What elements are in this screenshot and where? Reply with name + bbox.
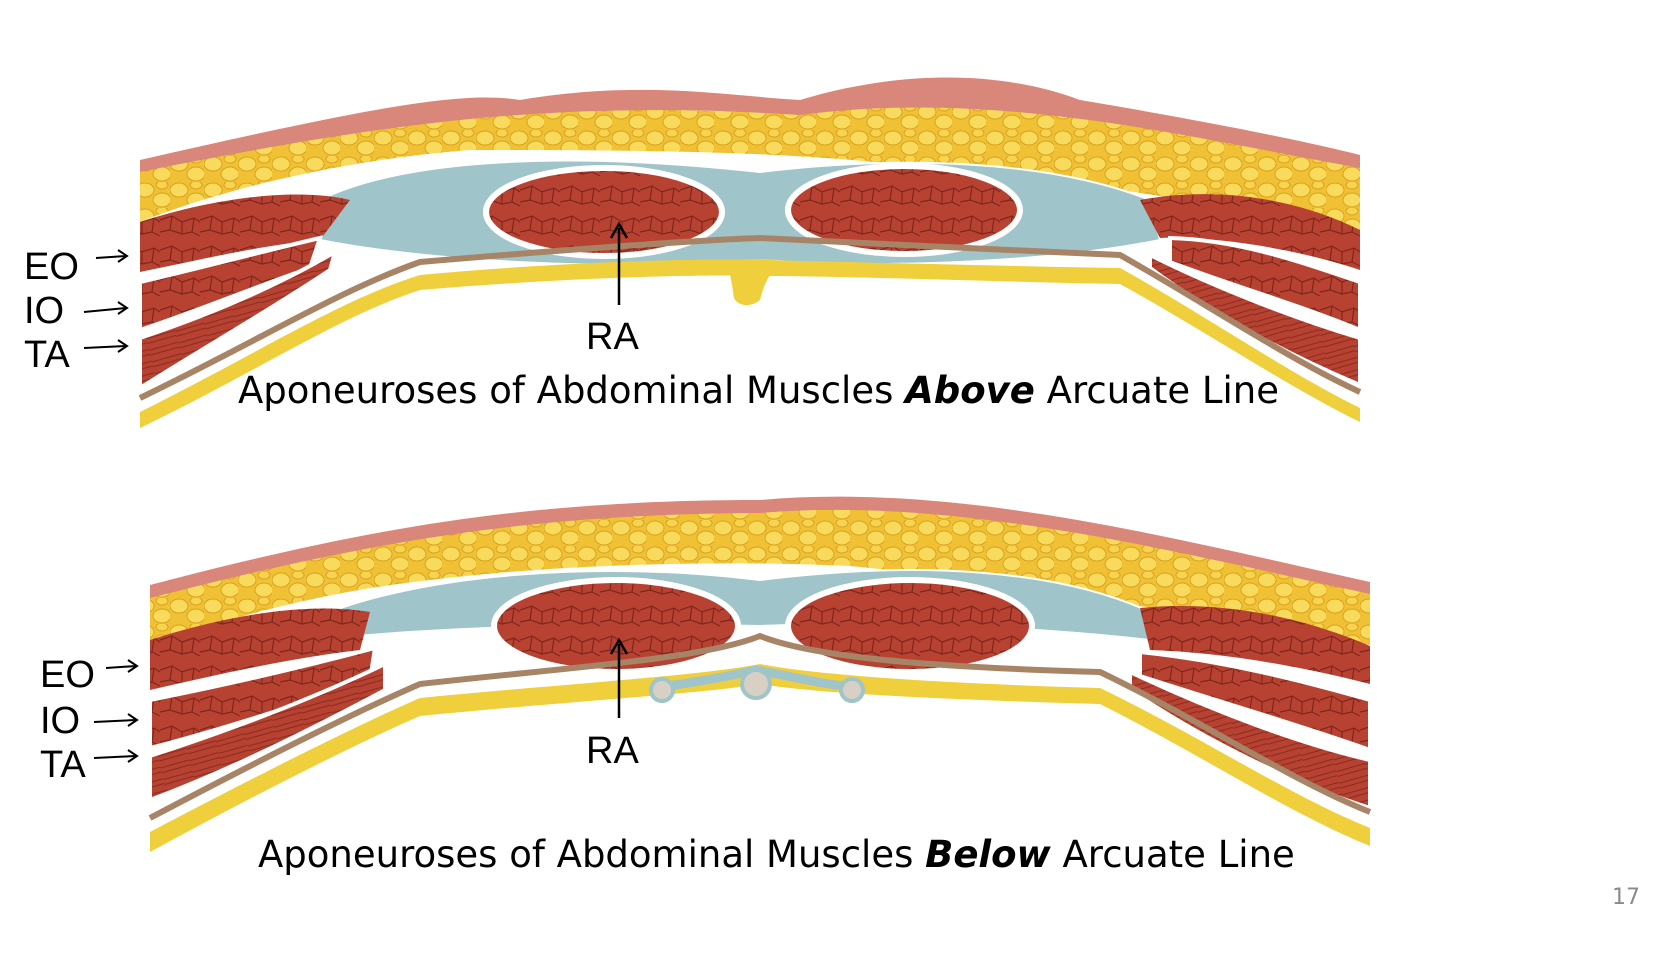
ta-arrow-below (93, 749, 139, 763)
rectus-abdominis-left (491, 577, 741, 675)
caption-below: Aponeuroses of Abdominal Muscles Below A… (258, 836, 1295, 873)
io-label-below: IO (40, 700, 81, 742)
transversalis-fascia (138, 234, 1362, 401)
eo-label-below: EO (40, 654, 95, 696)
median-umbilical-ligament (740, 668, 772, 700)
internal-oblique-right (1138, 649, 1372, 753)
io-label-above: IO (24, 290, 65, 332)
subcutaneous-fat-layer (150, 509, 1370, 646)
eo-label-above: EO (24, 246, 79, 288)
transversus-abdominis-left (138, 247, 339, 392)
transversalis-fascia (148, 632, 1372, 821)
skin-layer (150, 496, 1370, 600)
caption-above: Aponeuroses of Abdominal Muscles Above A… (238, 372, 1279, 409)
internal-oblique-right (1168, 235, 1362, 333)
ta-label-below: TA (40, 744, 86, 786)
ra-label-below: RA (586, 730, 639, 772)
rectus-abdominis-left (483, 165, 725, 259)
external-oblique-right (1140, 605, 1370, 684)
ta-label-above: TA (24, 334, 70, 376)
skin-layer (140, 77, 1360, 176)
caption-below-start: Aponeuroses of Abdominal Muscles (258, 833, 926, 876)
external-oblique-left (150, 608, 370, 690)
ra-arrowhead-below (609, 637, 629, 655)
falciform-projection (726, 259, 784, 306)
umbilical-ligament-left (649, 677, 675, 703)
external-oblique-left (140, 194, 350, 272)
io-arrow-above (83, 301, 129, 315)
page-number: 17 (1612, 885, 1640, 910)
subcutaneous-fat-layer (140, 107, 1360, 230)
rectus-abdominis-right (785, 163, 1023, 257)
panel-above (83, 77, 1362, 428)
caption-below-emphasis: Below (925, 833, 1051, 876)
caption-above-start: Aponeuroses of Abdominal Muscles (238, 369, 906, 412)
external-oblique-right (1140, 194, 1360, 270)
extraperitoneal-fat (150, 664, 1370, 852)
eo-arrow-below (105, 659, 139, 673)
ra-label-above: RA (586, 316, 639, 358)
ta-arrow-above (83, 339, 129, 353)
transversus-abdominis-left (148, 660, 387, 803)
transversus-abdominis-right (1128, 668, 1372, 811)
caption-above-end: Arcuate Line (1034, 369, 1279, 412)
umbilical-ligament-right (839, 677, 865, 703)
ra-arrowhead-above (609, 221, 629, 239)
rectus-abdominis-right (785, 577, 1035, 675)
eo-arrow-above (95, 249, 129, 263)
io-arrow-below (93, 713, 139, 727)
panel-below (93, 496, 1372, 852)
caption-below-end: Arcuate Line (1050, 833, 1295, 876)
caption-above-emphasis: Above (905, 369, 1035, 412)
